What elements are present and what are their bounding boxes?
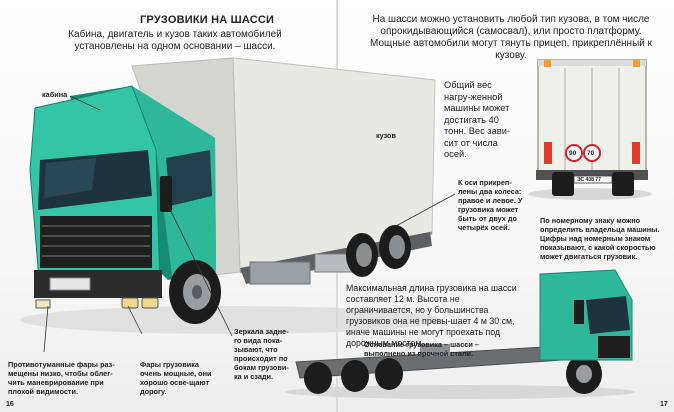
page-number-left: 16 — [6, 401, 14, 408]
caption-axles: К оси прикреп-лены два колеса: правое и … — [458, 178, 523, 232]
caption-length: Максимальная длина грузовика на шасси со… — [346, 283, 517, 348]
front-wheel — [169, 260, 221, 324]
rear-wheels — [346, 225, 411, 277]
main-truck-illustration — [20, 57, 440, 334]
speed-limit-sign-2: 70 — [587, 150, 595, 157]
caption-weight: Общий вес нагру-женной машины может дост… — [444, 80, 511, 159]
caption-foglights: Противотуманные фары раз-мещены низко, ч… — [8, 360, 115, 396]
chassis-truck-illustration — [285, 269, 635, 399]
leader-lines — [43, 95, 456, 353]
caption-headlights: Фары грузовика очень мощные, они хорошо … — [140, 360, 212, 396]
caption-plate: По номерному знаку можно определить влад… — [540, 216, 660, 261]
license-plate: ЭС 408 77 — [577, 177, 601, 183]
caption-mirrors: Зеркала задне-го вида пока-зывают, что п… — [234, 327, 289, 381]
page-title: ГРУЗОВИКИ НА ШАССИ — [140, 14, 275, 26]
right-intro-text: На шасси можно установить любой тип кузо… — [370, 14, 652, 61]
caption-chassis: Основание грузовика – шасси – выполнено … — [364, 340, 479, 358]
truck-cab — [29, 85, 216, 309]
page-number-right: 17 — [660, 401, 668, 408]
left-intro-text: Кабина, двигатель и кузов таких автомоби… — [68, 29, 282, 52]
label-cabin: кабина — [42, 90, 68, 99]
label-body: кузов — [376, 131, 397, 140]
rear-view-truck-illustration — [528, 59, 652, 200]
speed-limit-sign-1: 90 — [569, 150, 577, 157]
